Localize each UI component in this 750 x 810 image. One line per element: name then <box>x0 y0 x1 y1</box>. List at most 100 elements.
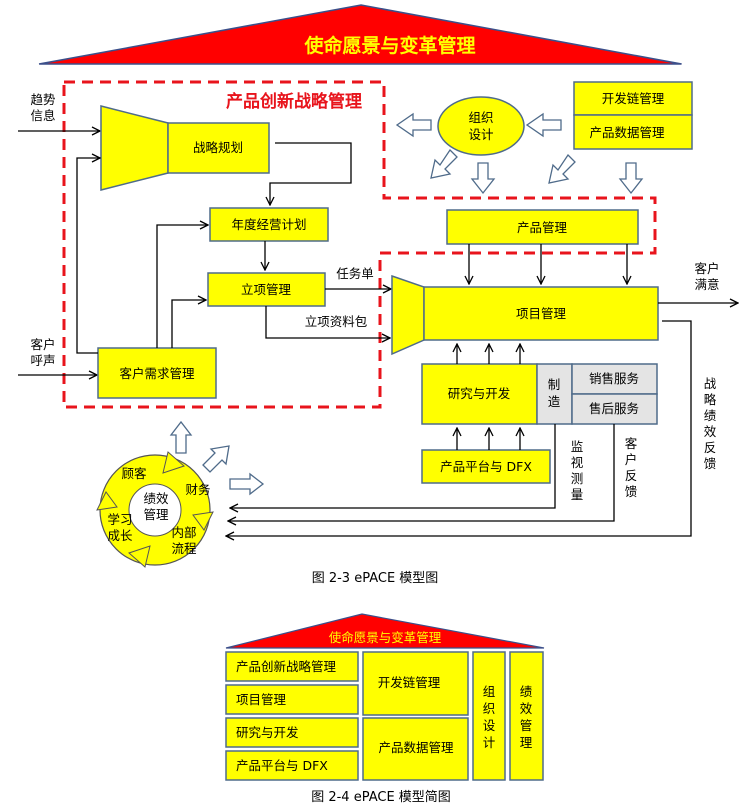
fig2-org-design-label: 组 织 设 计 <box>483 684 496 750</box>
customer-satisfaction-label-2: 满意 <box>694 277 719 292</box>
svg-text:绩: 绩 <box>704 408 717 423</box>
requirements-to-annual-arrow <box>156 225 208 348</box>
figure2-caption: 图 2-4 ePACE 模型简图 <box>311 789 451 805</box>
manufacturing-box[interactable] <box>536 363 573 425</box>
cycle-arrow-tip-top <box>162 451 185 474</box>
cycle-customer-label: 顾客 <box>121 466 147 481</box>
svg-text:略: 略 <box>704 392 717 407</box>
svg-text:效: 效 <box>704 424 717 439</box>
fig2-performance-box[interactable] <box>509 651 544 781</box>
hollow-arrow-down-2 <box>618 162 644 195</box>
cycle-center <box>128 483 182 537</box>
project-management-box[interactable] <box>423 286 659 341</box>
hollow-arrow-diag-1 <box>430 148 458 179</box>
after-sales-label: 售后服务 <box>589 401 639 416</box>
manufacturing-label: 制 <box>548 377 561 392</box>
roof-triangle <box>38 4 682 65</box>
svg-text:馈: 馈 <box>704 456 717 471</box>
platform-dfx-label: 产品平台与 DFX <box>440 459 532 474</box>
strategic-feedback-label: 战 略 绩 效 反 馈 <box>704 376 717 471</box>
fig2-dev-chain-box[interactable] <box>362 651 469 716</box>
strategic-planning-label: 战略规划 <box>193 140 243 155</box>
fig2-strategy-label: 产品创新战略管理 <box>236 659 337 674</box>
performance-cycle: 顾客 财务 绩效 管理 内部 流程 学习 成长 <box>96 451 214 568</box>
platform-dfx-box[interactable] <box>421 449 551 484</box>
cycle-finance-label: 财务 <box>185 482 210 497</box>
dev-chain-label: 开发链管理 <box>602 91 665 106</box>
cycle-arrow-tip-right <box>192 511 214 531</box>
project-management-label: 项目管理 <box>516 306 567 321</box>
org-design-ellipse[interactable] <box>437 96 525 156</box>
trend-info-label-2: 信息 <box>30 108 55 123</box>
svg-text:量: 量 <box>571 487 584 502</box>
svg-text:馈: 馈 <box>625 484 638 499</box>
pdm-label: 产品数据管理 <box>589 125 665 140</box>
manufacturing-label-2: 造 <box>548 394 561 409</box>
svg-text:反: 反 <box>704 440 717 455</box>
fig2-roof-triangle <box>225 613 545 649</box>
hollow-arrows <box>395 112 644 195</box>
monitoring-feedback-line <box>230 424 556 508</box>
org-design-label: 组织 <box>468 110 493 125</box>
hollow-arrow-down-1 <box>470 162 496 195</box>
cycle-internal-label: 内部 <box>171 525 196 540</box>
annual-plan-box[interactable] <box>209 207 329 242</box>
strategic-feedback-line <box>226 320 692 536</box>
svg-text:测: 测 <box>571 471 584 486</box>
after-sales-box[interactable] <box>571 393 658 425</box>
product-management-box[interactable] <box>446 209 639 245</box>
sales-service-box[interactable] <box>571 363 658 395</box>
requirements-to-strategy-arrow <box>76 158 100 354</box>
customer-voice-label-2: 呼声 <box>30 353 55 368</box>
trend-info-label: 趋势 <box>30 92 56 107</box>
product-management-label: 产品管理 <box>517 220 568 235</box>
strategy-zone-title: 产品创新战略管理 <box>226 91 362 112</box>
cycle-internal-label-2: 流程 <box>171 541 197 556</box>
fig2-project-label: 项目管理 <box>236 692 287 707</box>
pdm-box[interactable] <box>573 114 693 150</box>
svg-text:战: 战 <box>704 376 717 391</box>
cycle-hollow-arrow-up <box>169 420 193 454</box>
svg-text:反: 反 <box>625 468 638 483</box>
hollow-arrow-left-1 <box>395 112 432 138</box>
customer-satisfaction-label: 客户 <box>694 261 719 276</box>
monitoring-label: 监 视 测 量 <box>571 439 584 502</box>
svg-text:户: 户 <box>625 452 638 467</box>
customer-requirements-box[interactable] <box>97 347 217 399</box>
svg-text:计: 计 <box>483 735 496 750</box>
fig2-dfx-label: 产品平台与 DFX <box>236 758 328 773</box>
requirements-to-initiation-arrow <box>171 300 206 348</box>
rnd-box[interactable] <box>421 363 538 425</box>
annual-plan-label: 年度经营计划 <box>231 217 306 232</box>
fig2-strategy-box[interactable] <box>225 651 359 682</box>
fig2-dfx-box[interactable] <box>225 750 359 781</box>
project-funnel <box>391 274 425 356</box>
fig2-rnd-box[interactable] <box>225 717 359 748</box>
hollow-arrow-left-2 <box>525 112 562 138</box>
cycle-learning-label: 学习 <box>107 512 132 527</box>
figure1-caption: 图 2-3 ePACE 模型图 <box>312 571 439 586</box>
strategic-planning-box[interactable] <box>167 122 270 174</box>
initiation-package-arrow <box>265 306 390 338</box>
project-initiation-label: 立项管理 <box>241 282 292 297</box>
strategy-funnel <box>100 105 169 191</box>
cycle-hollow-arrow-right <box>229 472 265 496</box>
strategy-zone-border <box>62 80 657 409</box>
hollow-arrow-diag-2 <box>548 153 576 184</box>
svg-text:组: 组 <box>483 684 496 699</box>
svg-text:客: 客 <box>625 436 638 451</box>
svg-text:监: 监 <box>571 439 584 454</box>
fig2-pdm-label: 产品数据管理 <box>378 740 454 755</box>
fig2-pdm-box[interactable] <box>362 717 469 781</box>
cycle-center-label-2: 管理 <box>143 507 169 522</box>
fig2-roof-title: 使命愿景与变革管理 <box>329 630 442 645</box>
cycle-center-label: 绩效 <box>143 491 169 506</box>
sales-service-label: 销售服务 <box>589 371 639 386</box>
planning-to-annual-arrow <box>270 142 352 205</box>
fig2-rnd-label: 研究与开发 <box>236 725 299 740</box>
customer-requirements-label: 客户需求管理 <box>119 366 195 381</box>
fig2-project-box[interactable] <box>225 684 359 715</box>
customer-voice-label: 客户 <box>30 337 55 352</box>
fig2-org-design-box[interactable] <box>472 651 506 781</box>
